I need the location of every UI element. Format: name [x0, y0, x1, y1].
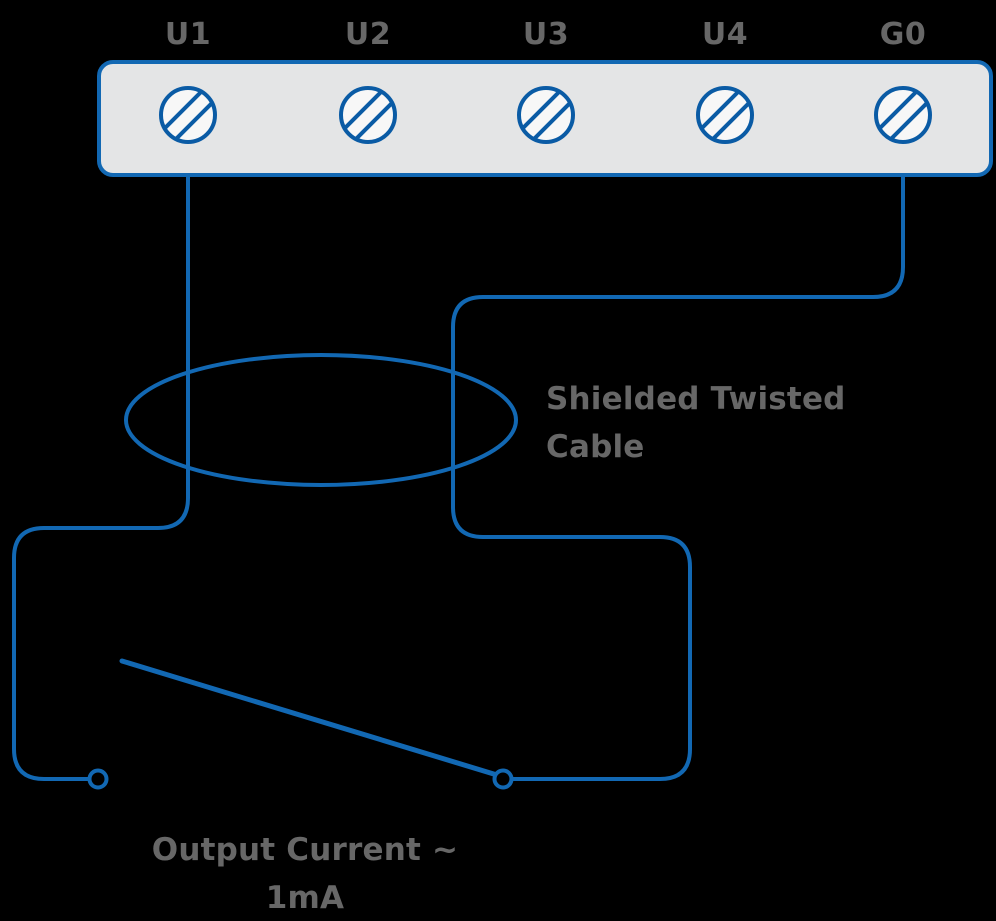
switch-lever-icon	[87, 658, 514, 790]
ellipse-twist-icon	[124, 353, 518, 487]
switch-lever-line	[119, 658, 500, 778]
screw-slot-icon[interactable]	[517, 86, 575, 144]
output-annotation-line-2: 1mA	[266, 880, 344, 916]
cable-annotation-line-2: Cable	[546, 429, 645, 465]
terminal-u4[interactable]	[693, 83, 758, 148]
terminal-u3[interactable]	[514, 83, 579, 148]
screw-slot-icon[interactable]	[874, 86, 932, 144]
switch-left-terminal	[87, 768, 109, 790]
terminal-u1[interactable]	[156, 83, 221, 148]
wire-group	[12, 168, 905, 781]
terminal-g0[interactable]	[871, 83, 936, 148]
terminal-label-u3: U3	[523, 17, 569, 52]
screw-slot-icon[interactable]	[339, 86, 397, 144]
terminal-label-u2: U2	[345, 17, 391, 52]
wire-g0	[451, 168, 905, 781]
switch-right-terminal	[492, 768, 514, 790]
terminal-label-g0: G0	[880, 17, 927, 52]
terminal-label-u1: U1	[165, 17, 211, 52]
wire-u1	[12, 168, 190, 781]
terminal-u2[interactable]	[336, 83, 401, 148]
output-annotation-line-1: Output Current ~	[152, 832, 458, 868]
screw-slot-icon[interactable]	[696, 86, 754, 144]
cable-annotation-line-1: Shielded Twisted	[546, 381, 846, 417]
terminal-label-u4: U4	[702, 17, 748, 52]
screw-slot-icon[interactable]	[159, 86, 217, 144]
